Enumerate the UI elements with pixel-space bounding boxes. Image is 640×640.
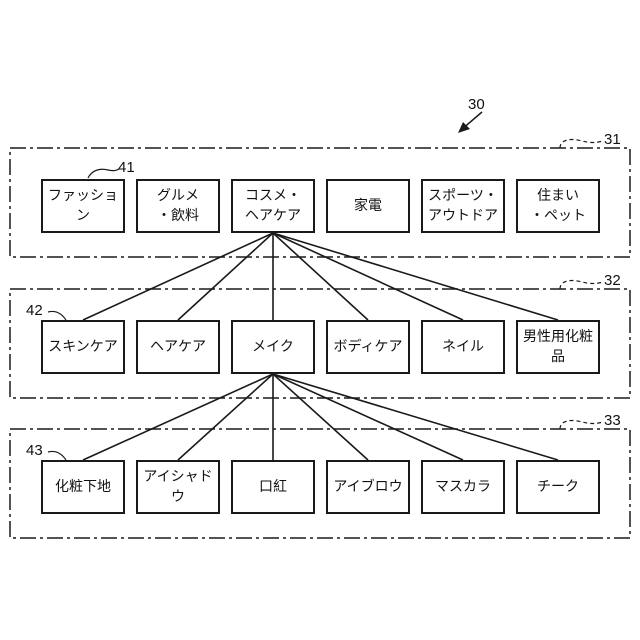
edge-0-2-to-1	[178, 233, 273, 320]
ref-layer-33: 33	[604, 412, 621, 429]
node-eyeshadow: アイシャドウ	[136, 460, 220, 514]
node-cosmetics-haircare: コスメ・ ヘアケア	[231, 179, 315, 233]
node-blush: チーク	[516, 460, 600, 514]
node-sports-outdoor: スポーツ・ アウトドア	[421, 179, 505, 233]
ref-node-41: 41	[118, 159, 135, 176]
node-fashion: ファッション	[41, 179, 125, 233]
edge-1-2-to-1	[178, 374, 273, 460]
edge-1-2-to-5	[273, 374, 558, 460]
node-home-appliances: 家電	[326, 179, 410, 233]
edge-0-2-to-3	[273, 233, 368, 320]
node-skincare: スキンケア	[41, 320, 125, 374]
ref-node-43: 43	[26, 442, 43, 459]
edge-1-2-to-3	[273, 374, 368, 460]
ref-figure-30: 30	[468, 96, 485, 113]
node-gourmet-beverage: グルメ ・飲料	[136, 179, 220, 233]
node-haircare: ヘアケア	[136, 320, 220, 374]
edge-0-2-to-4	[273, 233, 463, 320]
node-makeup-base: 化粧下地	[41, 460, 125, 514]
node-mens-cosmetics: 男性用化粧品	[516, 320, 600, 374]
node-home-pets: 住まい ・ペット	[516, 179, 600, 233]
ref-layer-31: 31	[604, 131, 621, 148]
node-eyebrow: アイブロウ	[326, 460, 410, 514]
ref-node-42: 42	[26, 302, 43, 319]
node-bodycare: ボディケア	[326, 320, 410, 374]
node-mascara: マスカラ	[421, 460, 505, 514]
leader-43	[48, 451, 66, 460]
edge-0-2-to-5	[273, 233, 558, 320]
edge-1-2-to-0	[83, 374, 273, 460]
leader-32	[560, 280, 603, 289]
node-makeup: メイク	[231, 320, 315, 374]
edge-1-2-to-4	[273, 374, 463, 460]
edge-0-2-to-0	[83, 233, 273, 320]
leader-33	[560, 420, 603, 429]
ref-layer-32: 32	[604, 272, 621, 289]
node-lipstick: 口紅	[231, 460, 315, 514]
leader-41	[88, 169, 119, 178]
leader-42	[48, 311, 66, 320]
node-nail: ネイル	[421, 320, 505, 374]
leader-31	[560, 139, 603, 148]
